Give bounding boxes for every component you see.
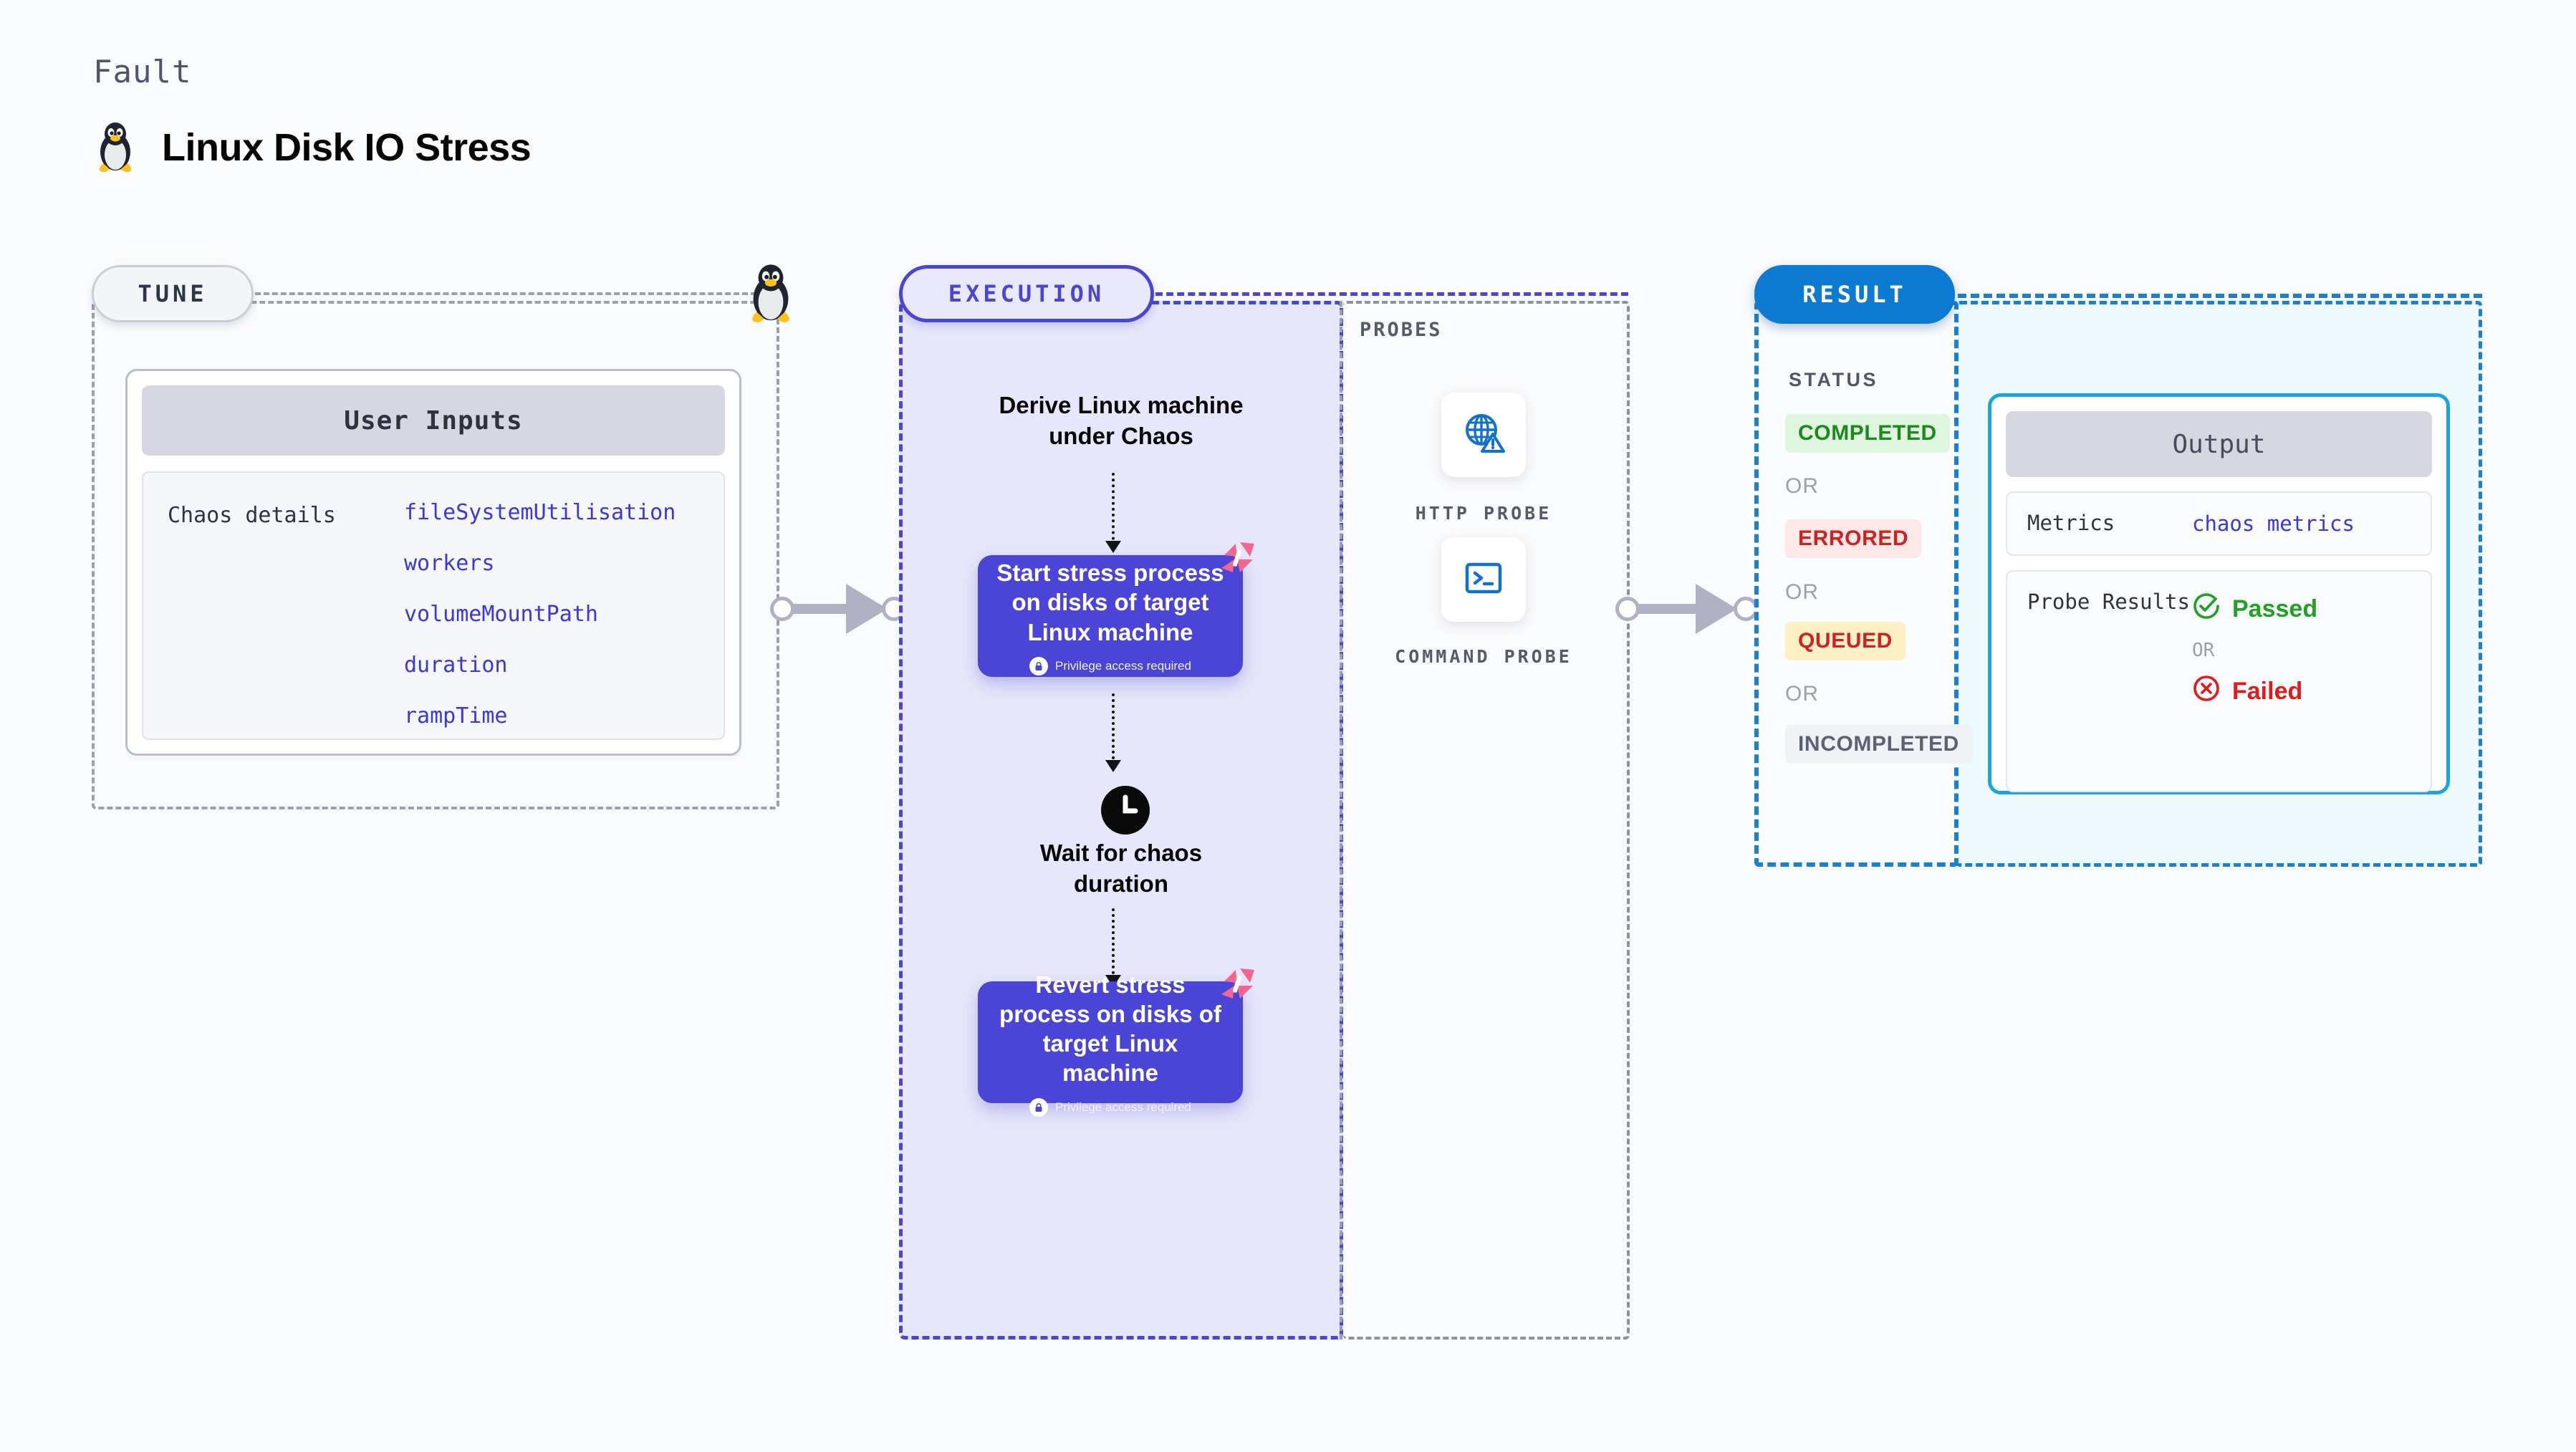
status-or-2: OR (1785, 580, 1819, 604)
probe-failed-label: Failed (2232, 677, 2303, 705)
connector-probes-to-result (1615, 584, 1759, 634)
chaos-details-values: fileSystemUtilisation workers volumeMoun… (404, 500, 676, 729)
command-probe-label: COMMAND PROBE (1395, 646, 1572, 667)
chaos-details-label: Chaos details (168, 503, 336, 528)
harness-logo-icon (1219, 966, 1256, 1006)
probes-section-label: PROBES (1360, 319, 1443, 341)
probe-result-passed: Passed (2192, 592, 2317, 627)
revert-stress-step[interactable]: Revert stress process on disks of target… (978, 968, 1254, 1117)
page-title: Linux Disk IO Stress (162, 126, 532, 169)
start-stress-title: Start stress process on disks of target … (996, 559, 1224, 645)
status-or-3: OR (1785, 682, 1819, 706)
output-metrics-value[interactable]: chaos metrics (2192, 511, 2355, 536)
globe-warning-icon (1460, 410, 1507, 461)
input-duration[interactable]: duration (404, 653, 508, 678)
page-title-row: Linux Disk IO Stress (93, 122, 532, 173)
status-badge-completed: COMPLETED (1785, 414, 1950, 453)
status-badge-queued: QUEUED (1785, 622, 1905, 660)
output-metrics-row: Metrics chaos metrics (2006, 491, 2432, 556)
connector-tune-to-execution (770, 584, 906, 634)
terminal-icon (1461, 556, 1506, 604)
user-inputs-card: User Inputs Chaos details fileSystemUtil… (125, 369, 741, 756)
revert-stress-privilege: Privilege access required (1029, 1097, 1191, 1117)
probe-results-stack: Passed OR Failed (2192, 589, 2317, 709)
status-badge-errored: ERRORED (1785, 519, 1922, 558)
user-inputs-title: User Inputs (142, 385, 725, 456)
tune-pill-connector (255, 292, 756, 295)
execution-probes-divider (1340, 301, 1342, 1340)
command-probe-tile[interactable] (1441, 537, 1526, 622)
output-probe-results-key: Probe Results (2027, 589, 2190, 614)
derive-step-label: Derive Linux machine under Chaos (999, 392, 1244, 449)
result-pill[interactable]: RESULT (1754, 265, 1955, 324)
linux-node-icon (745, 264, 797, 327)
probe-results-or: OR (2192, 639, 2215, 661)
input-volumeMountPath[interactable]: volumeMountPath (404, 602, 598, 627)
clock-icon (1100, 785, 1150, 839)
linux-penguin-icon (93, 122, 138, 173)
result-panel (1754, 301, 1959, 867)
input-workers[interactable]: workers (404, 551, 495, 576)
lock-icon (1029, 656, 1049, 675)
start-stress-privilege-text: Privilege access required (1055, 658, 1191, 673)
revert-stress-privilege-text: Privilege access required (1055, 1100, 1191, 1114)
start-stress-step[interactable]: Start stress process on disks of target … (978, 542, 1254, 677)
probe-result-failed: Failed (2192, 674, 2317, 709)
chaos-details-row: Chaos details fileSystemUtilisation work… (142, 471, 725, 740)
check-circle-icon (2192, 592, 2221, 627)
lock-icon (1029, 1097, 1049, 1117)
http-probe-tile[interactable] (1441, 393, 1526, 477)
output-card: Output Metrics chaos metrics Probe Resul… (1988, 393, 2450, 794)
http-probe-label: HTTP PROBE (1415, 503, 1552, 524)
input-rampTime[interactable]: rampTime (404, 703, 508, 729)
probe-passed-label: Passed (2232, 595, 2318, 622)
status-badge-incompleted: INCOMPLETED (1785, 725, 1972, 764)
x-circle-icon (2192, 674, 2221, 709)
output-probe-results-row: Probe Results Passed OR (2006, 569, 2432, 792)
execution-pill[interactable]: EXECUTION (899, 265, 1154, 322)
tune-panel (92, 301, 779, 809)
revert-stress-title: Revert stress process on disks of target… (999, 971, 1221, 1087)
wait-step-label: Wait for chaos duration (1039, 840, 1203, 897)
arrow-derive-to-start (1105, 473, 1121, 553)
output-metrics-key: Metrics (2027, 511, 2115, 535)
start-stress-privilege: Privilege access required (1029, 656, 1191, 675)
execution-pill-connector (1155, 292, 1628, 296)
status-label: STATUS (1789, 369, 1878, 390)
page-kicker: Fault (93, 54, 192, 90)
harness-logo-icon (1219, 539, 1256, 580)
input-fileSystemUtilisation[interactable]: fileSystemUtilisation (404, 500, 676, 525)
tune-pill[interactable]: TUNE (92, 265, 254, 322)
result-pill-connector (1958, 294, 2482, 298)
arrow-start-to-wait (1105, 693, 1121, 772)
output-title: Output (2006, 411, 2432, 477)
status-or-1: OR (1785, 474, 1819, 498)
